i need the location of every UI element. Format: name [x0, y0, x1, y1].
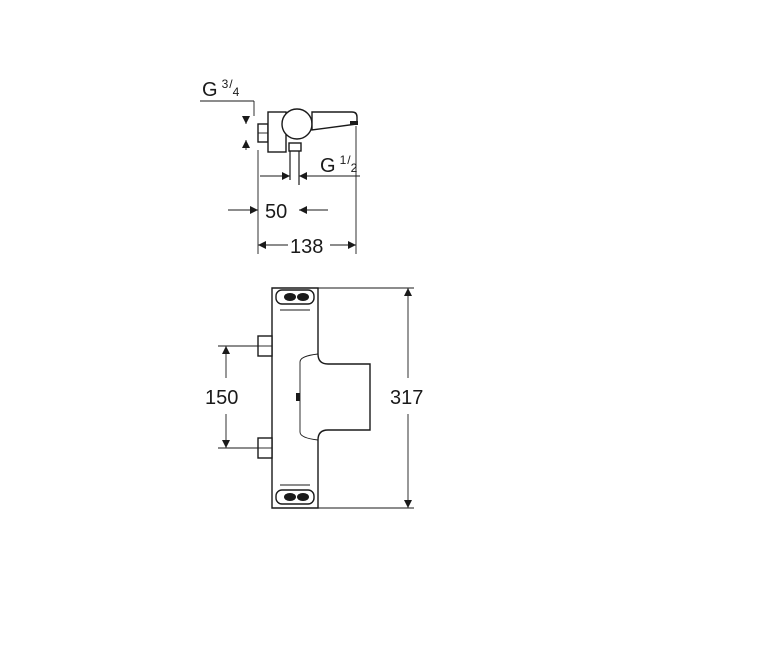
front-view: 150 317	[205, 287, 423, 509]
g12-arrow-left	[282, 172, 290, 180]
outlet-nut	[288, 142, 302, 152]
dim150-arrow-top	[222, 346, 230, 354]
dim138-arrow-right	[348, 241, 356, 249]
g12-arrow-right	[299, 172, 307, 180]
g34-arrow-up	[242, 140, 250, 148]
top-cap-knob-right	[297, 293, 309, 301]
bottom-cap-knob-left	[284, 493, 296, 501]
dim-150-label: 150	[205, 387, 238, 409]
center-indicator	[296, 393, 300, 401]
top-cap-knob-left	[284, 293, 296, 301]
spout-tip	[350, 121, 358, 125]
dim-50-label: 50	[265, 201, 287, 223]
dim317-arrow-bottom	[404, 500, 412, 508]
dim50-arrow-left	[250, 206, 258, 214]
dim150-arrow-bottom	[222, 440, 230, 448]
dim-138-label: 138	[290, 236, 323, 258]
handle-disc	[281, 108, 313, 140]
dim138-arrow-left	[258, 241, 266, 249]
dim50-arrow-right	[299, 206, 307, 214]
mixer-body-front	[271, 287, 371, 509]
g34-arrow-down	[242, 116, 250, 124]
dim-317-label: 317	[390, 387, 423, 409]
dim317-arrow-top	[404, 288, 412, 296]
bottom-cap-knob-right	[297, 493, 309, 501]
